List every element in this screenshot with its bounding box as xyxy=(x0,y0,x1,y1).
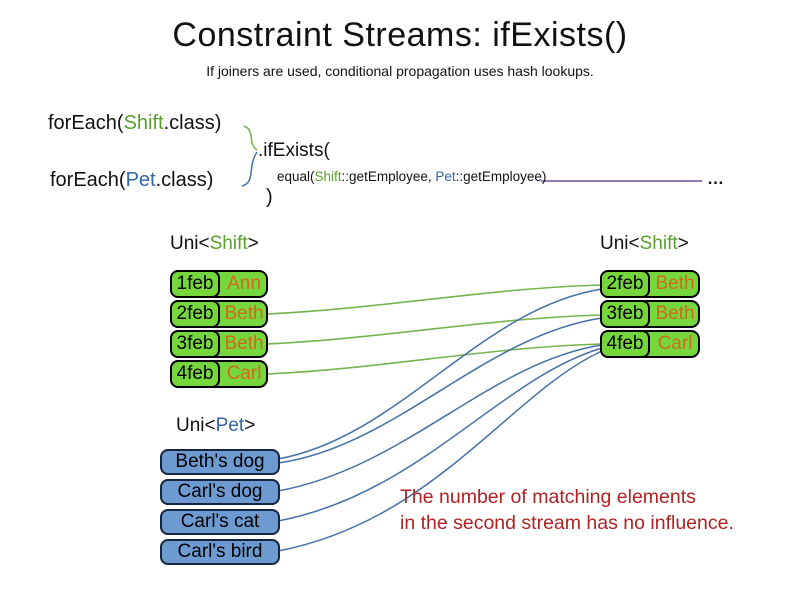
left-shift-table: 1feb Ann 2feb Beth 3feb Beth 4feb Carl xyxy=(170,270,268,390)
code-text: equal( xyxy=(277,169,315,184)
blue-connector-bethsdog-2feb xyxy=(277,288,603,460)
pet-class-token: Pet xyxy=(435,169,456,184)
left-shift-table-header: Uni<Shift> xyxy=(170,233,259,255)
pet-row: Carl's cat xyxy=(160,509,280,535)
shift-row: 2feb Beth xyxy=(600,270,700,298)
pet-row: Beth's dog xyxy=(160,449,280,475)
shift-name-cell: Carl xyxy=(657,333,693,354)
brace-blue-path xyxy=(241,151,258,187)
shift-name-cell: Beth xyxy=(655,273,695,294)
pet-type-token: Pet xyxy=(215,415,245,436)
shift-name-cell: Ann xyxy=(227,273,261,294)
shift-name-cell: Beth xyxy=(224,303,264,324)
shift-date-cell: 2feb xyxy=(170,300,220,328)
shift-row: 3feb Beth xyxy=(170,330,268,358)
blue-connector-bethsdog-3feb xyxy=(277,317,603,464)
shift-date-cell: 3feb xyxy=(600,300,650,328)
note-text: The number of matching elements in the s… xyxy=(400,484,734,536)
green-connector-4feb xyxy=(265,343,603,375)
shift-name-cell: Carl xyxy=(226,363,262,384)
code-equal-joiner: equal(Shift::getEmployee, Pet::getEmploy… xyxy=(277,169,546,184)
blue-connector-carlsdog-4feb xyxy=(277,344,603,492)
header-text: Uni< xyxy=(600,233,640,254)
right-shift-table: 2feb Beth 3feb Beth 4feb Carl xyxy=(600,270,700,360)
pet-class-token: Pet xyxy=(125,169,156,191)
code-close-paren: ) xyxy=(266,186,273,208)
pet-row: Carl's bird xyxy=(160,539,280,565)
green-connector-2feb xyxy=(265,284,603,315)
code-text: ::getEmployee, xyxy=(341,169,436,184)
code-text: .class) xyxy=(163,112,222,134)
shift-name-cell: Beth xyxy=(224,333,264,354)
shift-row: 4feb Carl xyxy=(170,360,268,388)
shift-date-cell: 4feb xyxy=(170,360,220,388)
note-line-1: The number of matching elements xyxy=(400,486,696,508)
page-title: Constraint Streams: ifExists() xyxy=(172,16,628,54)
note-line-2: in the second stream has no influence. xyxy=(400,512,734,534)
header-text: Uni< xyxy=(176,415,216,436)
shift-row: 4feb Carl xyxy=(600,330,700,358)
shift-date-cell: 4feb xyxy=(600,330,650,358)
code-text: ::getEmployee) xyxy=(455,169,547,184)
header-text: > xyxy=(247,233,259,254)
shift-date-cell: 3feb xyxy=(170,330,220,358)
shift-row: 3feb Beth xyxy=(600,300,700,328)
code-text: forEach( xyxy=(48,112,124,134)
code-text: forEach( xyxy=(50,169,126,191)
shift-type-token: Shift xyxy=(209,233,248,254)
shift-row: 2feb Beth xyxy=(170,300,268,328)
shift-class-token: Shift xyxy=(314,169,342,184)
shift-date-cell: 1feb xyxy=(170,270,220,298)
code-text: .class) xyxy=(155,169,214,191)
header-text: > xyxy=(677,233,689,254)
shift-type-token: Shift xyxy=(639,233,678,254)
shift-date-cell: 2feb xyxy=(600,270,650,298)
pet-table: Beth's dog Carl's dog Carl's cat Carl's … xyxy=(160,449,280,569)
ellipsis: … xyxy=(707,169,725,188)
brace-green-path xyxy=(243,125,258,151)
code-ifexists: .ifExists( xyxy=(258,140,330,161)
green-connector-3feb xyxy=(265,314,603,345)
right-shift-table-header: Uni<Shift> xyxy=(600,233,689,255)
pet-row: Carl's dog xyxy=(160,479,280,505)
shift-class-token: Shift xyxy=(123,112,164,134)
code-foreach-shift: forEach(Shift.class) xyxy=(48,112,221,135)
header-text: Uni< xyxy=(170,233,210,254)
page-subtitle: If joiners are used, conditional propaga… xyxy=(206,63,594,79)
code-foreach-pet: forEach(Pet.class) xyxy=(50,169,213,192)
shift-row: 1feb Ann xyxy=(170,270,268,298)
pet-table-header: Uni<Pet> xyxy=(176,415,255,437)
shift-name-cell: Beth xyxy=(655,303,695,324)
header-text: > xyxy=(244,415,256,436)
